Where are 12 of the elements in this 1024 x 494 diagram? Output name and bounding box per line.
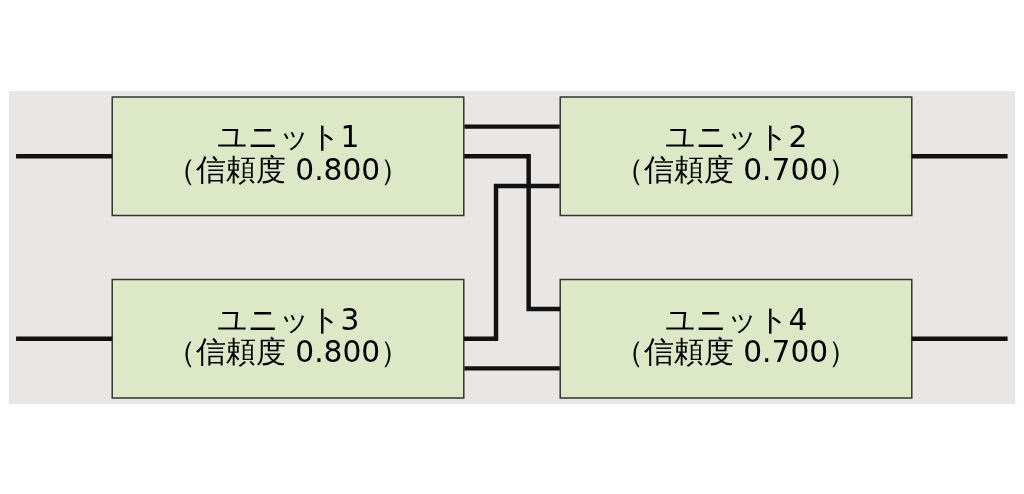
node-box: ユニット4 （信頼度 0.700） (559, 278, 913, 399)
connector (16, 336, 113, 341)
connector (16, 153, 113, 158)
node-box: ユニット1 （信頼度 0.800） (111, 95, 465, 216)
connector (911, 336, 1008, 341)
node-box: ユニット2 （信頼度 0.700） (559, 95, 913, 216)
connector (464, 153, 561, 311)
node-box: ユニット3 （信頼度 0.800） (111, 278, 465, 399)
connector (464, 123, 560, 129)
connector (911, 153, 1008, 158)
connector (463, 183, 560, 341)
connector (464, 365, 560, 371)
